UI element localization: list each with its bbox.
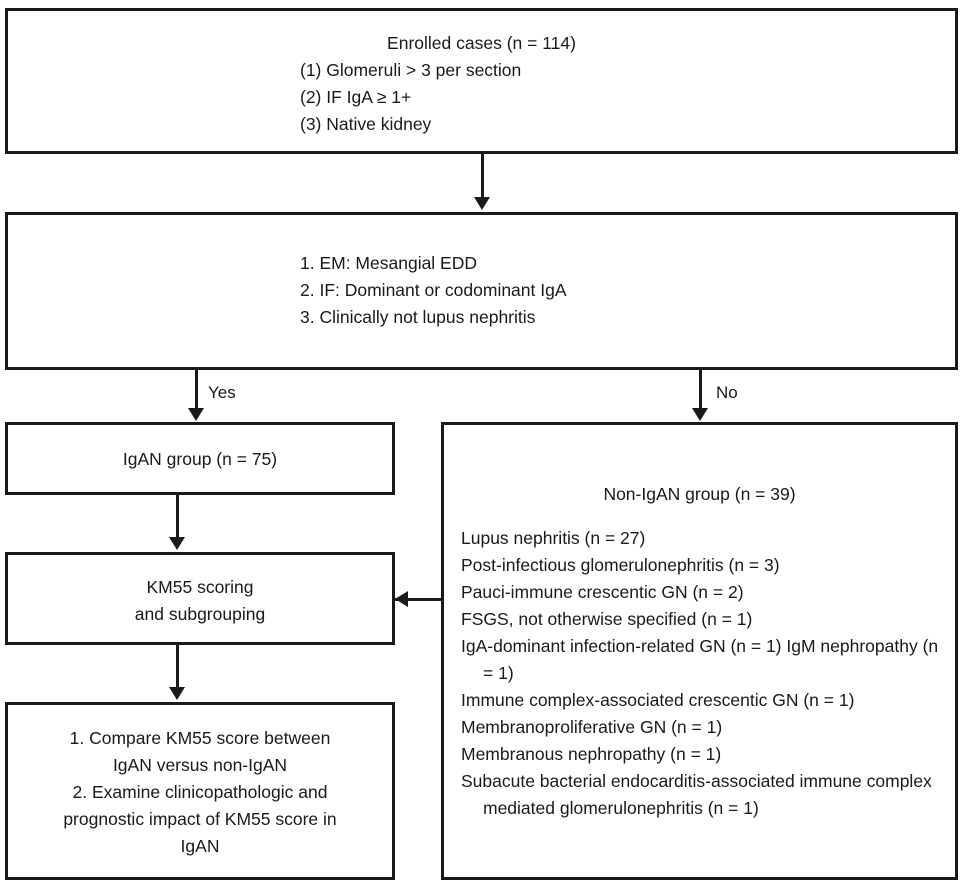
list-item: Membranous nephropathy (n = 1) (461, 744, 722, 764)
list-item: Post-infectious glomerulonephritis (n = … (461, 555, 780, 575)
enrolled-criterion-2: (2) IF IgA ≥ 1+ (300, 87, 412, 107)
arrow-km55-to-aims-line (176, 645, 179, 689)
arrow-no-head (692, 408, 708, 421)
list-item: Subacute bacterial endocarditis-associat… (461, 771, 937, 818)
aims-line-2: IgAN versus non-IgAN (112, 755, 288, 775)
arrow-yes-head (188, 408, 204, 421)
igan-group-label: IgAN group (n = 75) (122, 449, 278, 469)
aims-line-3: 2. Examine clinicopathologic and (72, 782, 328, 802)
arrow-no-line (699, 370, 702, 410)
list-item: Immune complex-associated crescentic GN … (461, 690, 855, 710)
list-item: Pauci-immune crescentic GN (n = 2) (461, 582, 744, 602)
box-non-igan-group (441, 422, 958, 880)
arrow-enrolled-to-decision-line (481, 154, 484, 199)
arrow-nonigan-to-km55-head (395, 591, 408, 607)
decision-criterion-1: 1. EM: Mesangial EDD (300, 253, 478, 273)
arrow-enrolled-to-decision-head (474, 197, 490, 210)
edge-label-yes: Yes (208, 383, 236, 402)
edge-label-no: No (716, 383, 738, 402)
km55-line-2: and subgrouping (134, 604, 266, 624)
decision-criterion-3: 3. Clinically not lupus nephritis (300, 307, 536, 327)
aims-line-4: prognostic impact of KM55 score in (63, 809, 337, 829)
arrow-igan-to-km55-head (169, 537, 185, 550)
non-igan-diagnosis-list: Lupus nephritis (n = 27) Post-infectious… (461, 525, 941, 822)
arrow-nonigan-to-km55-line (395, 598, 442, 601)
arrow-igan-to-km55-line (176, 495, 179, 539)
km55-line-1: KM55 scoring (146, 577, 254, 597)
aims-line-1: 1. Compare KM55 score between (69, 728, 331, 748)
enrolled-criterion-3: (3) Native kidney (300, 114, 432, 134)
arrow-km55-to-aims-head (169, 687, 185, 700)
list-item: IgA-dominant infection-related GN (n = 1… (461, 636, 943, 683)
list-item: FSGS, not otherwise specified (n = 1) (461, 609, 753, 629)
non-igan-group-heading: Non-IgAN group (n = 39) (603, 484, 796, 504)
arrow-yes-line (195, 370, 198, 410)
list-item: Membranoproliferative GN (n = 1) (461, 717, 723, 737)
box-enrolled-cases (5, 8, 958, 154)
box-km55-scoring (5, 552, 395, 645)
enrolled-cases-heading: Enrolled cases (n = 114) (387, 33, 576, 53)
list-item: Lupus nephritis (n = 27) (461, 528, 646, 548)
box-igan-group (5, 422, 395, 495)
aims-line-5: IgAN (180, 836, 220, 856)
box-decision-criteria (5, 212, 958, 370)
enrolled-criterion-1: (1) Glomeruli > 3 per section (300, 60, 522, 80)
decision-criterion-2: 2. IF: Dominant or codominant IgA (300, 280, 567, 300)
box-study-aims (5, 702, 395, 880)
